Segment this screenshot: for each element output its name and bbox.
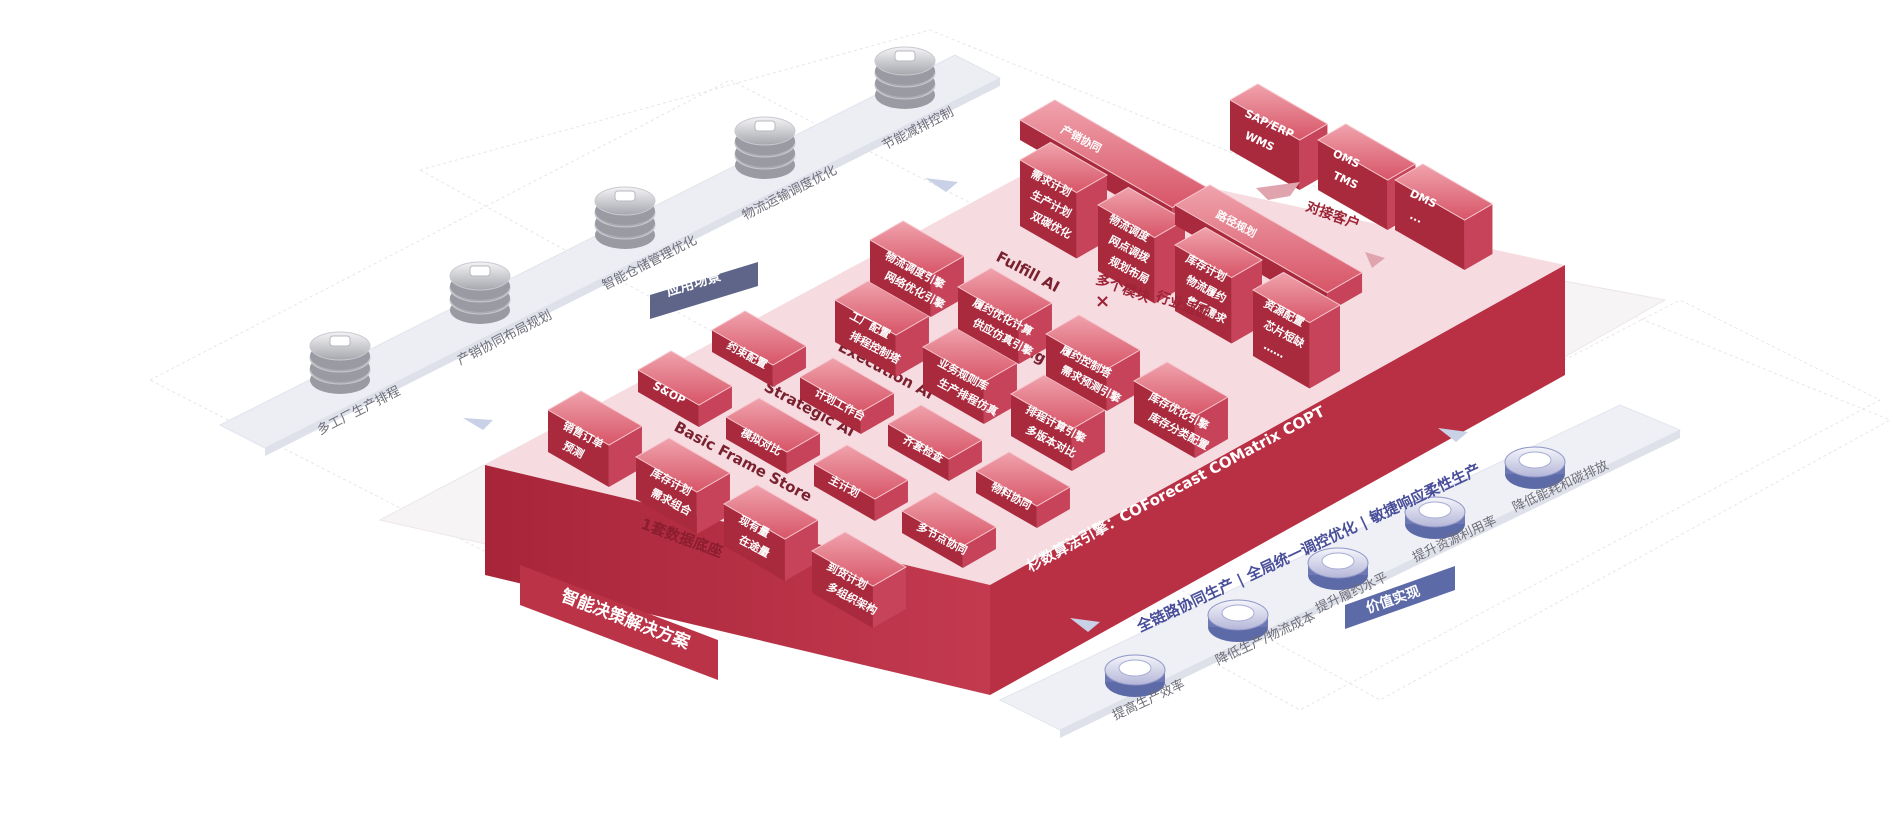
- module-block: 齐套检查: [886, 404, 983, 481]
- arrow-icon: [1070, 618, 1100, 632]
- module-block: S&OP: [636, 350, 733, 427]
- scenario-panel: [218, 54, 1002, 456]
- arrow-icon: [925, 178, 958, 192]
- arrow-icon: [1438, 428, 1468, 442]
- module-block: 主计划: [812, 444, 909, 521]
- customer-system: DMS...: [1393, 163, 1494, 270]
- module-block: 多节点协同: [900, 491, 997, 568]
- server-icon: [614, 190, 636, 202]
- arrow-icon: [1256, 182, 1300, 200]
- server-icon: [894, 50, 916, 62]
- server-icon: [754, 120, 776, 132]
- flow-arrows: [463, 178, 1468, 632]
- server-icon: [329, 335, 351, 347]
- server-icon: [469, 265, 491, 277]
- customer-system-label: ...: [1408, 209, 1425, 226]
- cross-symbol: ×: [1095, 291, 1110, 312]
- scenario-badge[interactable]: 应用场景: [650, 262, 758, 319]
- arrow-icon: [1365, 252, 1385, 268]
- arrow-icon: [463, 418, 493, 430]
- industry-submodule: 资源配置芯片短缺……: [1251, 271, 1342, 389]
